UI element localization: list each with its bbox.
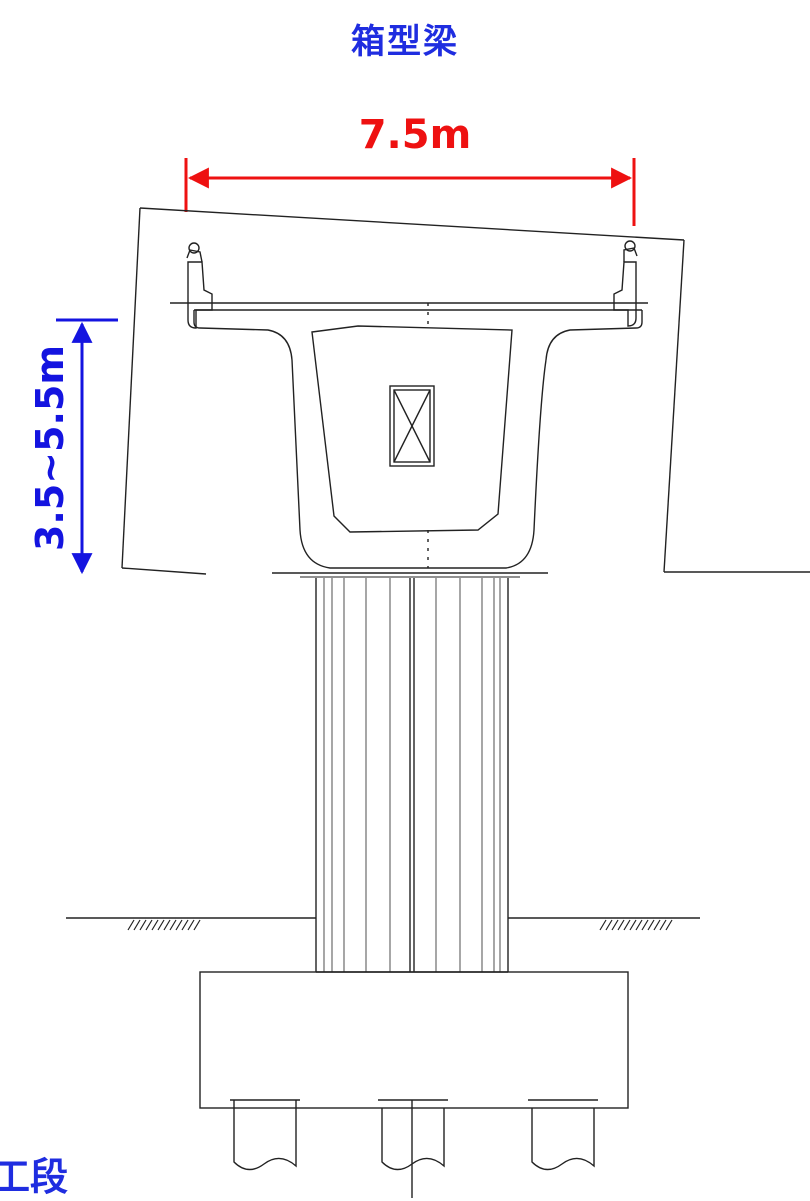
ground-line [66, 917, 700, 931]
box-girder-outer [291, 359, 547, 569]
deck-slab [170, 302, 648, 361]
corner-label: 工段 [0, 1155, 69, 1199]
pile-cap [199, 971, 629, 1109]
pile-left [230, 1099, 300, 1171]
width-dimension [184, 158, 636, 226]
pile-right [528, 1099, 598, 1171]
box-girder-inner-cell [311, 303, 513, 568]
scan-frame [121, 207, 810, 575]
access-opening [389, 385, 435, 467]
width-dimension-label: 7.5m [358, 112, 472, 158]
parapet-right [613, 240, 638, 327]
pier-column [315, 578, 509, 973]
height-dimension [56, 318, 118, 575]
parapet-left [186, 242, 213, 329]
diagram-title: 箱型梁 [351, 22, 459, 62]
pile-center [378, 1099, 448, 1198]
